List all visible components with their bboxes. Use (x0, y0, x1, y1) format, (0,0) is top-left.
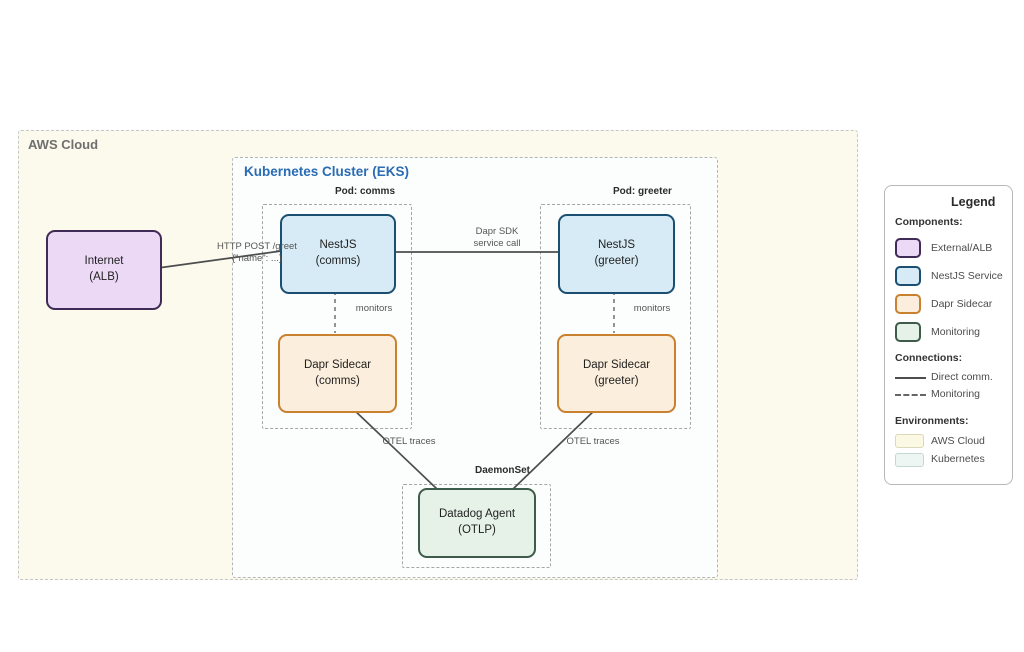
legend-swatch-dapr-sidecar (895, 294, 921, 314)
pod-comms-label: Pod: comms (335, 186, 396, 197)
node-nestjs-greeter-line2: (greeter) (594, 255, 639, 267)
legend-swatch-nestjs-service (895, 266, 921, 286)
node-nestjs-comms-line1: NestJS (319, 239, 357, 252)
node-internet-line2: (ALB) (89, 271, 119, 283)
edge-label-http-post: HTTP POST /greet {"name": ...} (217, 241, 297, 265)
pod-greeter-label: Pod: greeter (613, 186, 672, 197)
edge-label-otel-greeter: OTEL traces (566, 436, 620, 447)
legend-swatch-kubernetes (895, 453, 924, 467)
daemonset-container (402, 484, 551, 568)
edge-label-http-line1: HTTP POST /greet (217, 241, 297, 252)
legend-swatch-external-alb (895, 238, 921, 258)
node-dapr-sidecar-comms: Dapr Sidecar (comms) (278, 334, 397, 413)
edge-label-sdk-line2: service call (473, 237, 521, 249)
legend-connections-header: Connections: (895, 352, 963, 364)
pod-comms-container (262, 204, 412, 429)
legend-title: Legend (951, 195, 996, 209)
edge-label-dapr-sdk: Dapr SDK service call (474, 226, 521, 250)
daemonset-label: DaemonSet (475, 465, 531, 476)
node-dapr-comms-line1: Dapr Sidecar (303, 358, 372, 371)
node-nestjs-greeter-line1: NestJS (597, 239, 636, 252)
node-internet-alb: Internet (ALB) (46, 230, 162, 310)
legend-label-direct-comm: Direct comm. (931, 371, 993, 383)
legend-solid-line-sample (895, 377, 926, 379)
edge-label-http-line2: {"name": ...} (231, 252, 283, 264)
node-nestjs-greeter: NestJS (greeter) (558, 214, 675, 294)
node-dapr-comms-line2: (comms) (315, 374, 360, 387)
legend-label-nestjs-service: NestJS Service (931, 270, 1003, 282)
node-datadog-line2: (OTLP) (458, 524, 496, 536)
legend-label-external-alb: External/ALB (931, 242, 993, 254)
node-dapr-sidecar-greeter: Dapr Sidecar (greeter) (557, 334, 676, 413)
node-datadog-agent: Datadog Agent (OTLP) (418, 488, 536, 558)
edge-label-otel-comms: OTEL traces (382, 436, 436, 447)
node-nestjs-comms: NestJS (comms) (280, 214, 396, 294)
edge-label-monitors-greeter: monitors (633, 303, 671, 314)
legend-swatch-aws-cloud (895, 434, 924, 448)
legend-label-monitoring-line: Monitoring (931, 388, 981, 400)
node-nestjs-comms-line2: (comms) (315, 255, 361, 267)
node-internet-line1: Internet (84, 255, 124, 268)
legend-components-header: Components: (895, 216, 963, 228)
legend-dashed-line-sample (895, 394, 926, 396)
aws-cloud-label: AWS Cloud (28, 137, 99, 152)
k8s-cluster-label: Kubernetes Cluster (EKS) (244, 164, 410, 179)
node-datadog-line1: Datadog Agent (438, 508, 516, 521)
legend-environments-header: Environments: (895, 415, 969, 427)
legend-label-dapr-sidecar: Dapr Sidecar (931, 298, 993, 310)
node-dapr-greeter-line2: (greeter) (594, 374, 639, 387)
edge-label-monitors-comms: monitors (355, 303, 393, 314)
node-dapr-greeter-line1: Dapr Sidecar (582, 358, 651, 371)
edge-label-sdk-line1: Dapr SDK (475, 226, 519, 237)
legend-label-aws-cloud: AWS Cloud (931, 435, 985, 447)
legend-panel: Legend Components: External/ALB NestJS S… (884, 185, 1013, 485)
legend-label-monitoring: Monitoring (931, 326, 981, 338)
legend-swatch-monitoring (895, 322, 921, 342)
pod-greeter-container (540, 204, 691, 429)
legend-label-kubernetes: Kubernetes (931, 453, 985, 465)
